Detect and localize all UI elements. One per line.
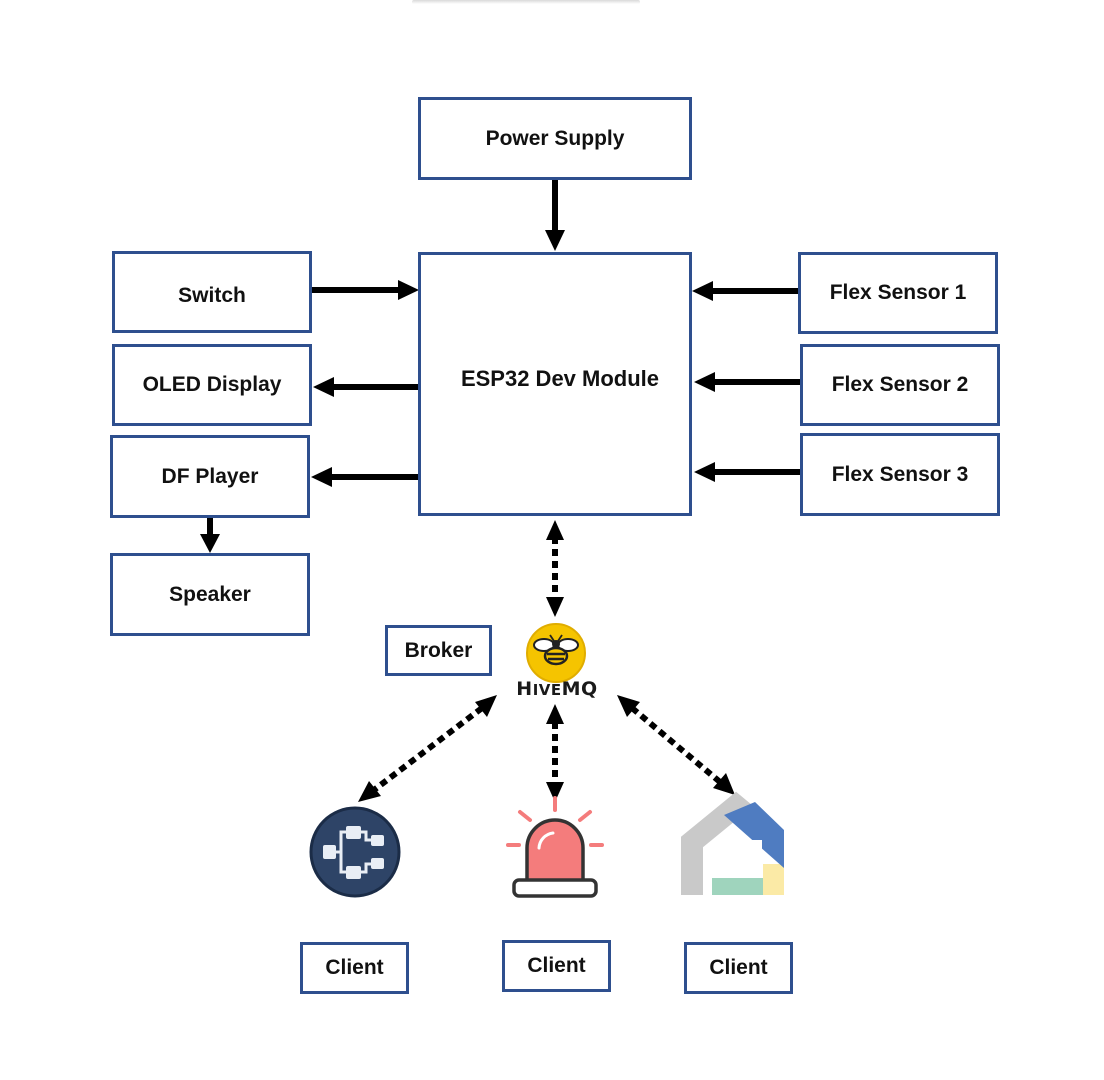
flex-sensor-3-label: Flex Sensor 3 <box>831 462 969 486</box>
arrowhead-dfplayer-to-speaker <box>200 534 220 553</box>
switch-label: Switch <box>178 284 246 307</box>
arrowhead-dotted-hivemq-right-end <box>617 695 640 717</box>
speaker-label: Speaker <box>169 582 251 606</box>
dotted-hivemq-client3 <box>630 705 722 785</box>
esp32-label: ESP32 Dev Module <box>460 366 660 391</box>
hivemq-ive: IVE <box>532 681 562 699</box>
client-3-box: Client <box>684 942 793 994</box>
alarm-siren-icon <box>506 796 604 898</box>
broker-box: Broker <box>385 625 492 676</box>
flex-sensor-2-label: Flex Sensor 2 <box>831 373 969 396</box>
dotted-connectors <box>358 520 735 802</box>
arrowhead-flex1-to-esp32 <box>692 281 713 301</box>
hivemq-wordmark: HIVEMQ <box>508 678 606 700</box>
node-red-flow-icon <box>309 806 401 898</box>
flex-sensor-1-box: Flex Sensor 1 <box>798 252 998 334</box>
flex-sensor-2-box: Flex Sensor 2 <box>800 344 1000 426</box>
arrowhead-flex3-to-esp32 <box>694 462 715 482</box>
top-edge-shadow <box>412 0 640 4</box>
switch-box: Switch <box>112 251 312 333</box>
arrowhead-dotted-esp32-up <box>546 520 564 540</box>
arrowhead-switch-to-esp32 <box>398 280 419 300</box>
arrowhead-esp32-to-oled <box>313 377 334 397</box>
arrowhead-flex2-to-esp32 <box>694 372 715 392</box>
df-player-label: DF Player <box>161 464 259 488</box>
power-supply-label: Power Supply <box>485 126 625 150</box>
power-supply-box: Power Supply <box>418 97 692 180</box>
arrowhead-dotted-hivemq-left-end <box>475 695 497 717</box>
arrowhead-dotted-client2-down <box>546 782 564 802</box>
hivemq-mq: MQ <box>561 678 598 700</box>
flex-sensor-1-label: Flex Sensor 1 <box>829 281 967 304</box>
client-3-label: Client <box>709 956 768 979</box>
arrowhead-esp32-to-dfplayer <box>311 467 332 487</box>
arrowhead-dotted-client1-end <box>358 781 381 802</box>
hivemq-bee-icon <box>526 623 586 683</box>
df-player-box: DF Player <box>110 435 310 518</box>
hivemq-h: H <box>516 678 533 700</box>
arrowhead-dotted-hivemq-up <box>546 704 564 724</box>
client-1-box: Client <box>300 942 409 994</box>
solid-connectors <box>200 180 801 553</box>
arrowhead-dotted-client3-end <box>713 773 735 795</box>
flex-sensor-3-box: Flex Sensor 3 <box>800 433 1000 516</box>
oled-label: OLED Display <box>142 373 282 396</box>
client-1-label: Client <box>325 956 384 979</box>
esp32-dev-module-box: ESP32 Dev Module <box>418 252 692 516</box>
oled-display-box: OLED Display <box>112 344 312 426</box>
broker-label: Broker <box>404 638 473 662</box>
arrowhead-power-to-esp32 <box>545 230 565 251</box>
client-2-label: Client <box>527 954 586 977</box>
client-2-box: Client <box>502 940 611 992</box>
arrowhead-dotted-hivemq-down <box>546 597 564 617</box>
dotted-hivemq-client1 <box>372 705 484 793</box>
speaker-box: Speaker <box>110 553 310 636</box>
home-assistant-icon <box>681 791 784 895</box>
